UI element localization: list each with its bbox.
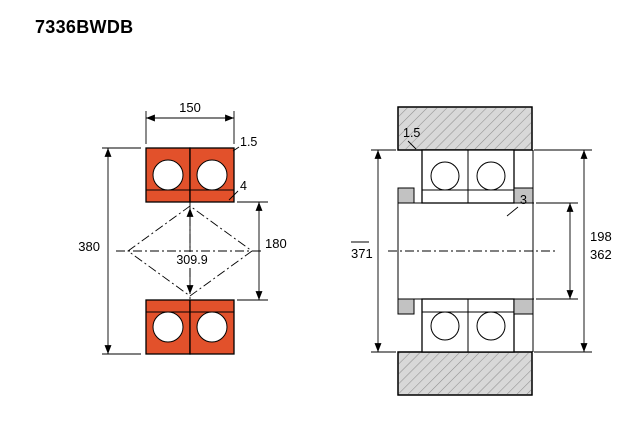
ball <box>430 311 460 341</box>
dim-shaft-seat: 198 <box>536 202 612 300</box>
ball <box>196 159 228 191</box>
chamfer-inner-label: 4 <box>240 179 247 193</box>
contact-angle-diamond <box>127 205 253 297</box>
balls-left-view <box>152 159 228 343</box>
chamfer-outer-label: 1.5 <box>240 135 257 149</box>
dim-contact-span: 309.9 <box>169 208 215 294</box>
chamfer-inner-callout: 4 <box>228 179 247 201</box>
chamfer-outer-callout: 1.5 <box>232 135 257 152</box>
shoulder-label: 3 <box>520 193 527 207</box>
raceway-lines-left-view <box>146 189 234 313</box>
shoulder-ring-left-top <box>397 187 415 204</box>
right-view-mounting: 1.5 3 371 198 <box>351 106 612 396</box>
spacer-ring-right-top <box>513 187 534 204</box>
label-backing <box>169 252 215 267</box>
ball <box>476 161 506 191</box>
housing-top-hatch <box>397 106 533 151</box>
shoulder-callout: 3 <box>506 193 527 217</box>
dim-housing-bore: 362 <box>534 149 612 353</box>
dim-abutment-left-label: 371 <box>351 246 373 261</box>
dim-bore-label: 180 <box>265 236 287 251</box>
dim-contact-span-label: 309.9 <box>176 253 207 267</box>
housing-chamfer-label: 1.5 <box>403 126 420 140</box>
dim-width-label: 150 <box>179 100 201 115</box>
dim-housing-bore-label: 362 <box>590 247 612 262</box>
ball <box>476 311 506 341</box>
dim-shaft-seat-label: 198 <box>590 229 612 244</box>
dim-od-label: 380 <box>78 239 100 254</box>
ball <box>152 159 184 191</box>
ball <box>430 161 460 191</box>
housing-bottom-hatch <box>397 351 533 396</box>
housing-chamfer-callout: 1.5 <box>403 126 420 150</box>
balls-right-view <box>430 161 506 341</box>
spacer-ring-right-bottom <box>513 298 534 315</box>
bearing-split-and-raceway-lines <box>422 150 514 352</box>
ball <box>152 311 184 343</box>
dim-outer-diameter: 380 <box>78 147 141 355</box>
part-number-title: 7336BWDB <box>35 17 133 37</box>
left-view-cross-section: 150 380 180 309.9 <box>78 100 287 355</box>
dim-abutment-left: 371 <box>351 149 396 353</box>
dim-width: 150 <box>145 100 235 144</box>
dim-bore: 180 <box>237 201 287 301</box>
ball <box>196 311 228 343</box>
shoulder-ring-left-bottom <box>397 298 415 315</box>
